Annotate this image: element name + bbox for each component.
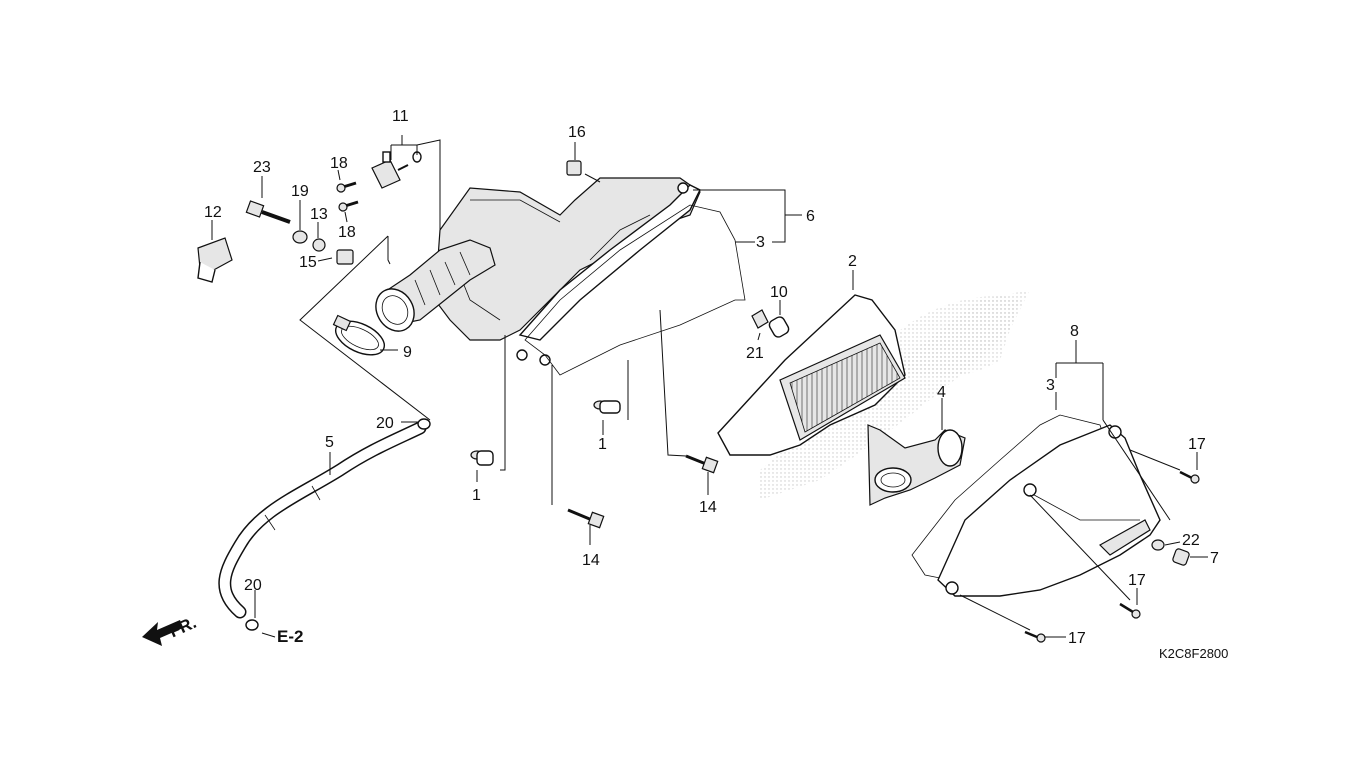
callout-7: 7 <box>1210 550 1219 567</box>
drain-plug <box>197 237 233 283</box>
callout-19: 19 <box>291 183 309 200</box>
callout-14a: 14 <box>699 499 717 516</box>
collar-1b <box>470 450 494 466</box>
breather-valve <box>371 151 422 189</box>
callout-10: 10 <box>770 284 788 301</box>
callout-3-lower: 3 <box>1046 377 1055 394</box>
callout-3-upper: 3 <box>756 234 765 251</box>
callout-20-lower: 20 <box>244 577 262 594</box>
callout-14b: 14 <box>582 552 600 569</box>
leader-lines <box>211 135 1208 638</box>
case-gasket <box>524 204 746 376</box>
callout-2: 2 <box>848 253 857 270</box>
connector-tube <box>867 424 966 506</box>
callout-23: 23 <box>253 159 271 176</box>
callout-1b: 1 <box>472 487 481 504</box>
callout-22: 22 <box>1182 532 1200 549</box>
flange-bolt-14a <box>685 454 719 474</box>
callout-11: 11 <box>392 108 409 125</box>
reference-e2: E-2 <box>277 627 303 646</box>
callout-20-upper: 20 <box>376 415 394 432</box>
callout-17-upper: 17 <box>1188 436 1206 453</box>
intake-duct <box>375 239 496 332</box>
nut-7 <box>1172 548 1190 566</box>
air-cleaner-case <box>434 177 701 366</box>
screw-17a <box>1179 470 1200 484</box>
callout-21: 21 <box>746 345 764 362</box>
tapping-screw-lower <box>338 200 359 212</box>
callout-17-middle: 17 <box>1128 572 1146 589</box>
rubber-cushion <box>768 316 790 338</box>
hose-clip-upper <box>417 418 431 430</box>
flange-bolt <box>245 200 291 224</box>
diagram-code: K2C8F2800 <box>1159 646 1228 661</box>
callout-1a: 1 <box>598 436 607 453</box>
callout-18-upper: 18 <box>330 155 348 172</box>
washer <box>292 230 308 244</box>
callout-8: 8 <box>1070 323 1079 340</box>
clip <box>336 249 354 265</box>
tapping-screw-upper <box>336 181 357 193</box>
air-filter-element <box>717 294 906 456</box>
callout-9: 9 <box>403 344 412 361</box>
collar-1a <box>593 400 621 414</box>
callout-15: 15 <box>299 254 317 271</box>
screw-17c <box>1024 630 1046 643</box>
nut <box>312 238 326 252</box>
hose-clip-lower <box>245 619 259 631</box>
air-cleaner-cover <box>937 424 1161 597</box>
callout-17-lower: 17 <box>1068 630 1086 647</box>
callout-16: 16 <box>568 124 586 141</box>
callout-4: 4 <box>937 384 946 401</box>
callout-12: 12 <box>204 204 222 221</box>
front-direction-arrow: FR. <box>142 613 199 646</box>
watermark-halftone-2 <box>900 296 1020 377</box>
duct-clamp <box>332 314 385 356</box>
screw-17b <box>1119 602 1141 619</box>
callout-6: 6 <box>806 208 815 225</box>
callout-13: 13 <box>310 206 328 223</box>
clip-nut <box>566 160 582 176</box>
flange-bolt-14b <box>567 508 605 529</box>
breather-hose-inner <box>219 423 425 617</box>
washer-22 <box>1151 539 1165 551</box>
front-marker-label: FR. <box>166 613 199 641</box>
spring-clip <box>751 309 769 329</box>
callout-18-lower: 18 <box>338 224 356 241</box>
callout-5: 5 <box>325 434 334 451</box>
